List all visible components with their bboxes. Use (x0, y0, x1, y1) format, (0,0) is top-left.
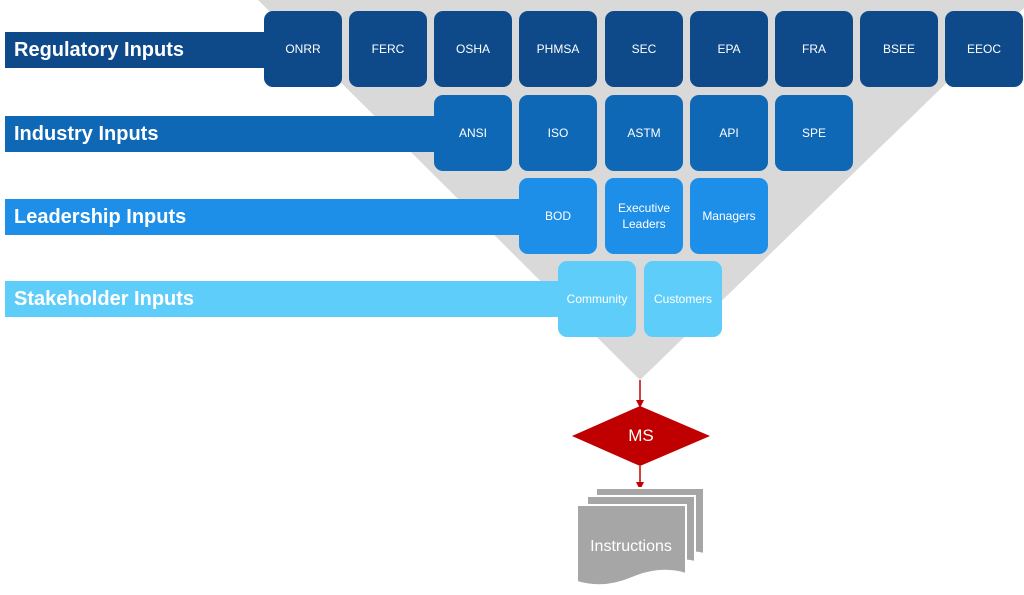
box-osha-label: OSHA (455, 42, 490, 56)
box-executive-leaders-label: Executive Leaders (617, 201, 671, 231)
box-executive-leaders: Executive Leaders (605, 178, 683, 254)
box-iso: ISO (519, 95, 597, 171)
box-bod: BOD (519, 178, 597, 254)
box-iso-label: ISO (547, 126, 569, 140)
box-customers: Customers (644, 261, 722, 337)
box-phmsa-label: PHMSA (536, 42, 580, 56)
band-leadership-inputs: Leadership Inputs (5, 199, 565, 235)
box-customers-label: Customers (653, 292, 712, 306)
ms-decision-label: MS (628, 426, 654, 445)
arrow-to-ms-head (636, 400, 644, 408)
box-eeoc: EEOC (945, 11, 1023, 87)
box-managers: Managers (690, 178, 768, 254)
box-bod-label: BOD (544, 209, 571, 223)
box-epa: EPA (690, 11, 768, 87)
box-bsee-label: BSEE (882, 42, 915, 56)
box-community: Community (558, 261, 636, 337)
box-sec-label: SEC (631, 42, 657, 56)
band-regulatory-label: Regulatory Inputs (14, 38, 185, 61)
box-ansi-label: ANSI (458, 126, 487, 140)
box-astm: ASTM (605, 95, 683, 171)
box-astm-label: ASTM (627, 126, 661, 140)
box-sec: SEC (605, 11, 683, 87)
box-bsee: BSEE (860, 11, 938, 87)
box-spe-label: SPE (801, 126, 826, 140)
box-osha: OSHA (434, 11, 512, 87)
box-phmsa: PHMSA (519, 11, 597, 87)
band-industry-inputs: Industry Inputs (5, 116, 475, 152)
ms-diamond (572, 406, 710, 466)
box-ansi: ANSI (434, 95, 512, 171)
arrow-to-instructions-head (636, 482, 644, 490)
box-onrr: ONRR (264, 11, 342, 87)
box-spe: SPE (775, 95, 853, 171)
instructions-document-label: Instructions (590, 538, 672, 555)
box-ferc-label: FERC (371, 42, 405, 56)
band-regulatory-inputs: Regulatory Inputs (5, 32, 305, 68)
box-fra: FRA (775, 11, 853, 87)
band-industry-label: Industry Inputs (14, 122, 159, 145)
box-community-label: Community (566, 292, 628, 306)
box-epa-label: EPA (717, 42, 741, 56)
box-eeoc-label: EEOC (966, 42, 1001, 56)
band-stakeholder-inputs: Stakeholder Inputs (5, 281, 605, 317)
band-leadership-label: Leadership Inputs (14, 205, 187, 228)
box-api: API (690, 95, 768, 171)
box-managers-label: Managers (702, 209, 756, 223)
box-ferc: FERC (349, 11, 427, 87)
box-onrr-label: ONRR (285, 42, 321, 56)
band-stakeholder-label: Stakeholder Inputs (14, 287, 195, 310)
document-front (576, 504, 687, 587)
box-api-label: API (719, 126, 739, 140)
box-fra-label: FRA (802, 42, 826, 56)
